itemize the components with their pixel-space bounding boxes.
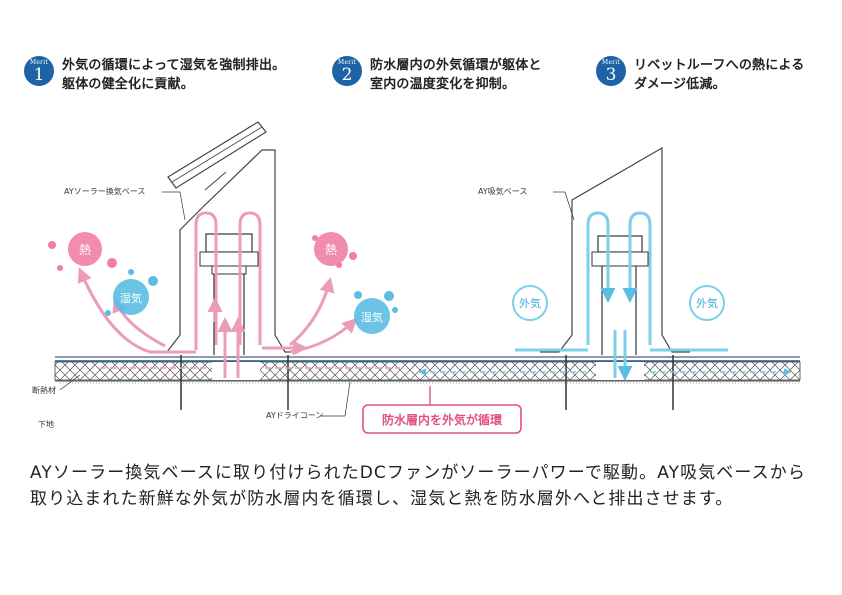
dc-fan [205, 233, 253, 253]
humidity-bubble-right: 湿気 [354, 291, 398, 334]
substrate-label: 下地 [38, 419, 54, 429]
ventilation-diagram: 熱 湿気 熱 湿気 外気 外気 AYソーラー換気ベース AY吸気ベース 断熱材 … [32, 121, 801, 434]
merit-3-text: リベットルーフへの熱による ダメージ低減。 [634, 58, 805, 92]
outside-air-label-left: 外気 [519, 296, 541, 310]
solar-base-label: AYソーラー換気ベース [64, 186, 145, 196]
outside-air-bubble-right: 外気 [689, 285, 725, 321]
merit-2-badge: Merit 2 [332, 56, 362, 86]
solar-panel [167, 121, 267, 191]
insulation-label: 断熱材 [32, 385, 56, 395]
intake-base-label: AY吸気ベース [478, 186, 527, 196]
heat-bubble-left: 熱 [48, 232, 117, 271]
merit-3: Merit 3 リベットルーフへの熱による ダメージ低減。 [596, 56, 804, 94]
merit-2-word: Merit [338, 59, 356, 66]
heat-label-left: 熱 [79, 243, 91, 257]
merit-1-badge: Merit 1 [24, 56, 54, 86]
insulation-layer [54, 361, 801, 381]
merit-2-number: 2 [341, 65, 353, 85]
intake-air-flow [515, 211, 728, 381]
dry-cone-label: AYドライコーン [266, 411, 323, 420]
exhaust-air-flow [77, 211, 358, 378]
merit-3-word: Merit [602, 59, 620, 66]
circulation-callout: 防水層内を外気が循環 [362, 386, 522, 434]
humidity-bubble-left: 湿気 [105, 269, 158, 316]
heat-label-right: 熱 [325, 243, 337, 257]
roof-layers [54, 356, 801, 384]
merit-3-number: 3 [605, 65, 617, 85]
merit-1-word: Merit [30, 59, 48, 66]
merit-1: Merit 1 外気の循環によって湿気を強制排出。 躯体の健全化に貢献。 [24, 56, 285, 94]
callout-text: 防水層内を外気が循環 [382, 412, 503, 427]
intake-base [540, 146, 690, 355]
humidity-label-left: 湿気 [120, 291, 142, 305]
humidity-label-right: 湿気 [361, 310, 383, 324]
outside-air-label-right: 外気 [696, 296, 718, 310]
merit-2-text: 防水層内の外気循環が躯体と 室内の温度変化を抑制。 [370, 58, 542, 92]
outside-air-bubble-left: 外気 [512, 285, 548, 321]
heat-bubble-right: 熱 [312, 232, 357, 268]
merit-1-text: 外気の循環によって湿気を強制排出。 躯体の健全化に貢献。 [62, 58, 286, 92]
merit-2: Merit 2 防水層内の外気循環が躯体と 室内の温度変化を抑制。 [332, 56, 542, 94]
description-text: AYソーラー換気ベースに取り付けられたDCファンがソーラーパワーで駆動。AY吸気… [30, 463, 806, 509]
anchor-screws [180, 355, 674, 410]
merit-3-badge: Merit 3 [596, 56, 626, 86]
merit-1-number: 1 [33, 65, 45, 85]
